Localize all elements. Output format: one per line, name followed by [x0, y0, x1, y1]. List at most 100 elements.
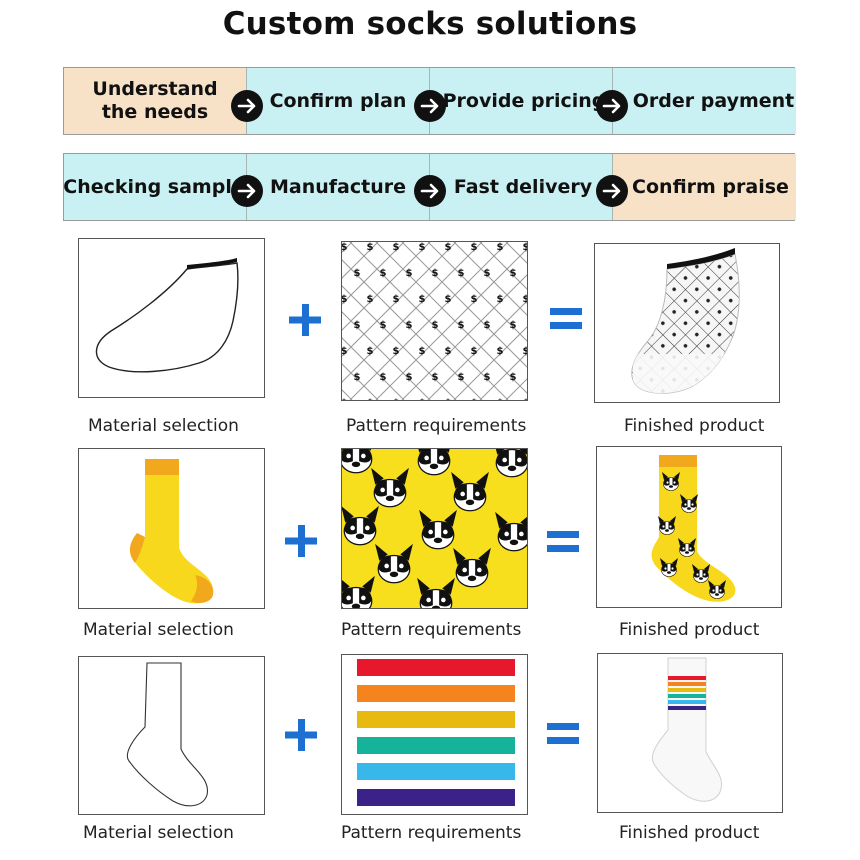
dollar-sign-symbol: $: [497, 294, 504, 305]
arrow-right-icon: [414, 175, 446, 207]
lattice-lines: [342, 242, 527, 400]
bulldog-head: [342, 449, 373, 474]
arrow-right-icon: [231, 90, 263, 122]
pattern-stripe: [357, 659, 515, 676]
dollar-sign-symbol: $: [523, 294, 527, 305]
dollar-sign-symbol: $: [523, 242, 527, 253]
pattern-image-dollar-lattice: $$$$$$$$$$$$$$$$$$$$$$$$$$$$$$$$$$$$$$$$…: [341, 241, 528, 401]
sock-stripe: [668, 694, 706, 698]
dollar-sign-symbol: $: [432, 320, 439, 331]
caption-material-selection: Material selection: [83, 620, 234, 640]
bulldog-head: [417, 449, 451, 476]
bulldog-head: [375, 543, 413, 584]
page-title: Custom socks solutions: [222, 6, 638, 42]
caption-material-selection: Material selection: [88, 416, 239, 436]
caption-finished-product: Finished product: [619, 823, 760, 843]
bulldog-head: [495, 511, 527, 552]
sock-stripe: [668, 682, 706, 686]
sock-stripe: [668, 700, 706, 704]
material-image-knee-sock: [78, 656, 265, 815]
dollar-sign-symbol: $: [419, 242, 426, 253]
pattern-stripe: [357, 763, 515, 780]
pattern-image-rainbow-stripes: [341, 654, 528, 815]
bulldog-head: [371, 467, 409, 508]
sock-stripe: [668, 706, 706, 710]
bulldog-head: [658, 516, 676, 535]
finished-image-bulldog-sock: [596, 446, 782, 608]
plus-icon: [283, 523, 319, 563]
step-manufacture: Manufacture: [247, 154, 430, 220]
step-label: Fast delivery: [453, 175, 593, 198]
bulldog-head: [342, 505, 379, 546]
equals-icon: [546, 720, 580, 752]
dollar-sign-symbol: $: [367, 346, 374, 357]
bulldog-head: [451, 471, 489, 512]
bulldog-head: [678, 538, 696, 557]
step-understand-needs: Understand the needs: [64, 68, 247, 134]
arrow-right-icon: [596, 90, 628, 122]
dollar-sign-symbol: $: [445, 242, 452, 253]
dollar-sign-symbol: $: [393, 398, 400, 400]
dollar-sign-symbol: $: [445, 346, 452, 357]
dollar-sign-symbol: $: [367, 242, 374, 253]
finished-image-rainbow-sock: [597, 653, 783, 813]
dollar-sign-symbol: $: [419, 294, 426, 305]
dollar-sign-symbol: $: [458, 268, 465, 279]
material-image-yellow-sock: [78, 448, 265, 609]
dollar-sign-symbol: $: [342, 346, 348, 357]
dollar-sign-symbol: $: [497, 346, 504, 357]
pattern-stripe: [357, 789, 515, 806]
step-label: Confirm praise: [632, 175, 789, 198]
dollar-sign-symbol: $: [471, 398, 478, 400]
dollar-sign-symbol: $: [510, 268, 517, 279]
dollar-sign-symbol: $: [510, 372, 517, 383]
caption-finished-product: Finished product: [624, 416, 765, 436]
bulldog-head: [660, 558, 678, 577]
process-flow-row-2: Checking sample Manufacture Fast deliver…: [63, 153, 796, 221]
dollar-sign-symbol: $: [432, 268, 439, 279]
dollar-sign-symbol: $: [380, 372, 387, 383]
process-flow-row-1: Understand the needs Confirm plan Provid…: [63, 67, 796, 135]
dollar-sign-symbol: $: [458, 320, 465, 331]
dollar-sign-symbol: $: [497, 398, 504, 400]
dollar-sign-symbol: $: [510, 320, 517, 331]
dollar-sign-symbol: $: [484, 320, 491, 331]
dollar-sign-symbol: $: [471, 346, 478, 357]
bulldog-head: [708, 580, 726, 599]
dollar-sign-symbol: $: [380, 320, 387, 331]
step-label: Provide pricing: [442, 89, 606, 112]
dollar-sign-symbol: $: [458, 372, 465, 383]
step-fast-delivery: Fast delivery: [430, 154, 613, 220]
dollar-sign-symbol: $: [406, 372, 413, 383]
finished-image-ankle-sock: [594, 243, 780, 403]
dollar-sign-symbol: $: [342, 294, 348, 305]
step-label: Understand the needs: [92, 78, 218, 123]
dollar-sign-symbol: $: [497, 242, 504, 253]
step-checking-sample: Checking sample: [63, 154, 247, 220]
dollar-sign-symbol: $: [342, 398, 348, 400]
dollar-sign-symbol: $: [484, 372, 491, 383]
caption-material-selection: Material selection: [83, 823, 234, 843]
pattern-stripe: [357, 685, 515, 702]
caption-finished-product: Finished product: [619, 620, 760, 640]
step-label: Checking sample: [63, 175, 245, 198]
dollar-sign-symbol: $: [419, 346, 426, 357]
sock-stripe: [668, 688, 706, 692]
pattern-image-bulldog: [341, 448, 528, 609]
caption-pattern-requirements: Pattern requirements: [341, 823, 522, 843]
dollar-sign-symbol: $: [342, 242, 348, 253]
step-label: Manufacture: [270, 175, 406, 198]
arrow-right-icon: [596, 175, 628, 207]
step-provide-pricing: Provide pricing: [430, 68, 613, 134]
bulldog-head: [453, 547, 491, 588]
step-label: Confirm plan: [269, 89, 407, 112]
step-confirm-praise: Confirm praise: [613, 154, 796, 220]
dollar-sign-symbol: $: [393, 346, 400, 357]
dollar-sign-symbol: $: [354, 320, 361, 331]
dollar-sign-symbol: $: [523, 346, 527, 357]
dollar-sign-symbol: $: [471, 242, 478, 253]
bulldog-head: [692, 564, 710, 583]
dollar-sign-symbol: $: [445, 294, 452, 305]
equals-icon: [549, 305, 583, 337]
step-order-payment: Order payment: [613, 68, 796, 134]
